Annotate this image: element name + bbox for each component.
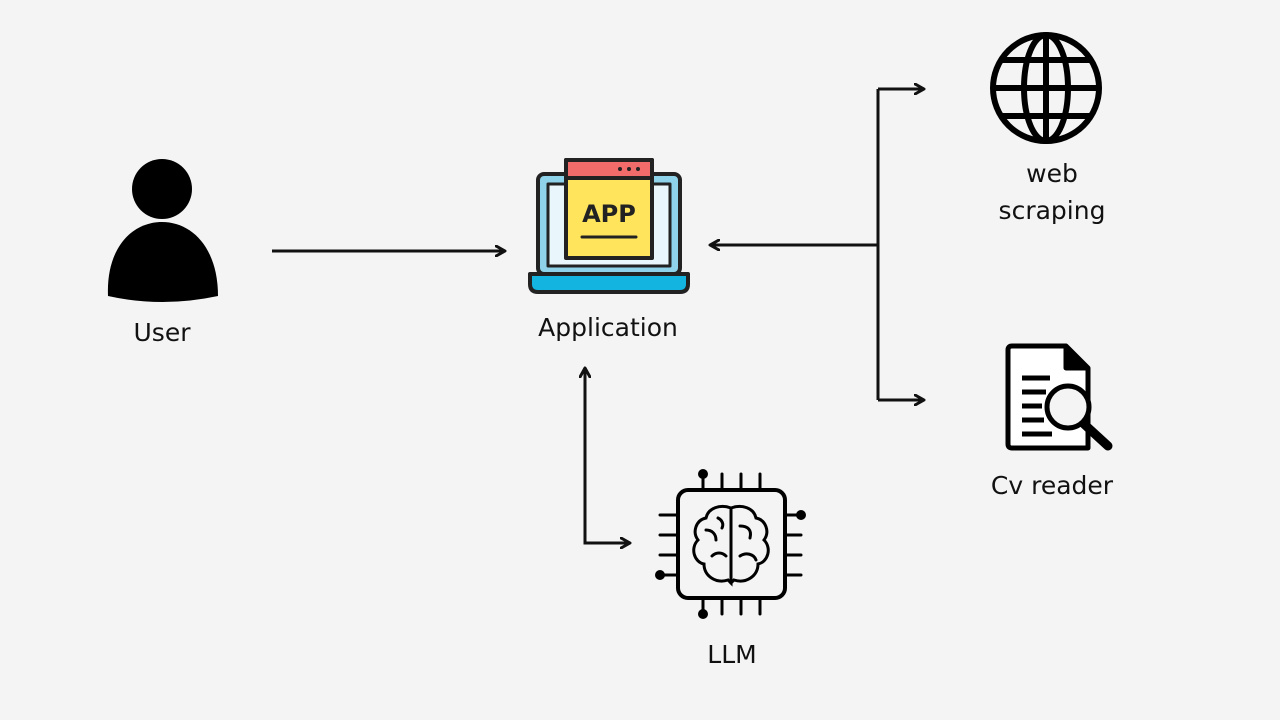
user-icon xyxy=(107,159,218,302)
laptop-app-icon: APP xyxy=(528,158,690,294)
brain-chip-icon xyxy=(655,469,806,619)
globe-icon xyxy=(990,32,1102,144)
llm-label: LLM xyxy=(707,640,757,669)
user-label: User xyxy=(133,318,191,347)
edge-application-llm xyxy=(585,368,630,543)
app-badge-text: APP xyxy=(582,200,636,228)
document-search-icon xyxy=(1005,343,1113,451)
web-scraping-label: web scraping xyxy=(998,159,1106,225)
cv-reader-label: Cv reader xyxy=(990,471,1114,500)
application-label: Application xyxy=(538,313,678,342)
edge-services-application xyxy=(710,89,924,400)
